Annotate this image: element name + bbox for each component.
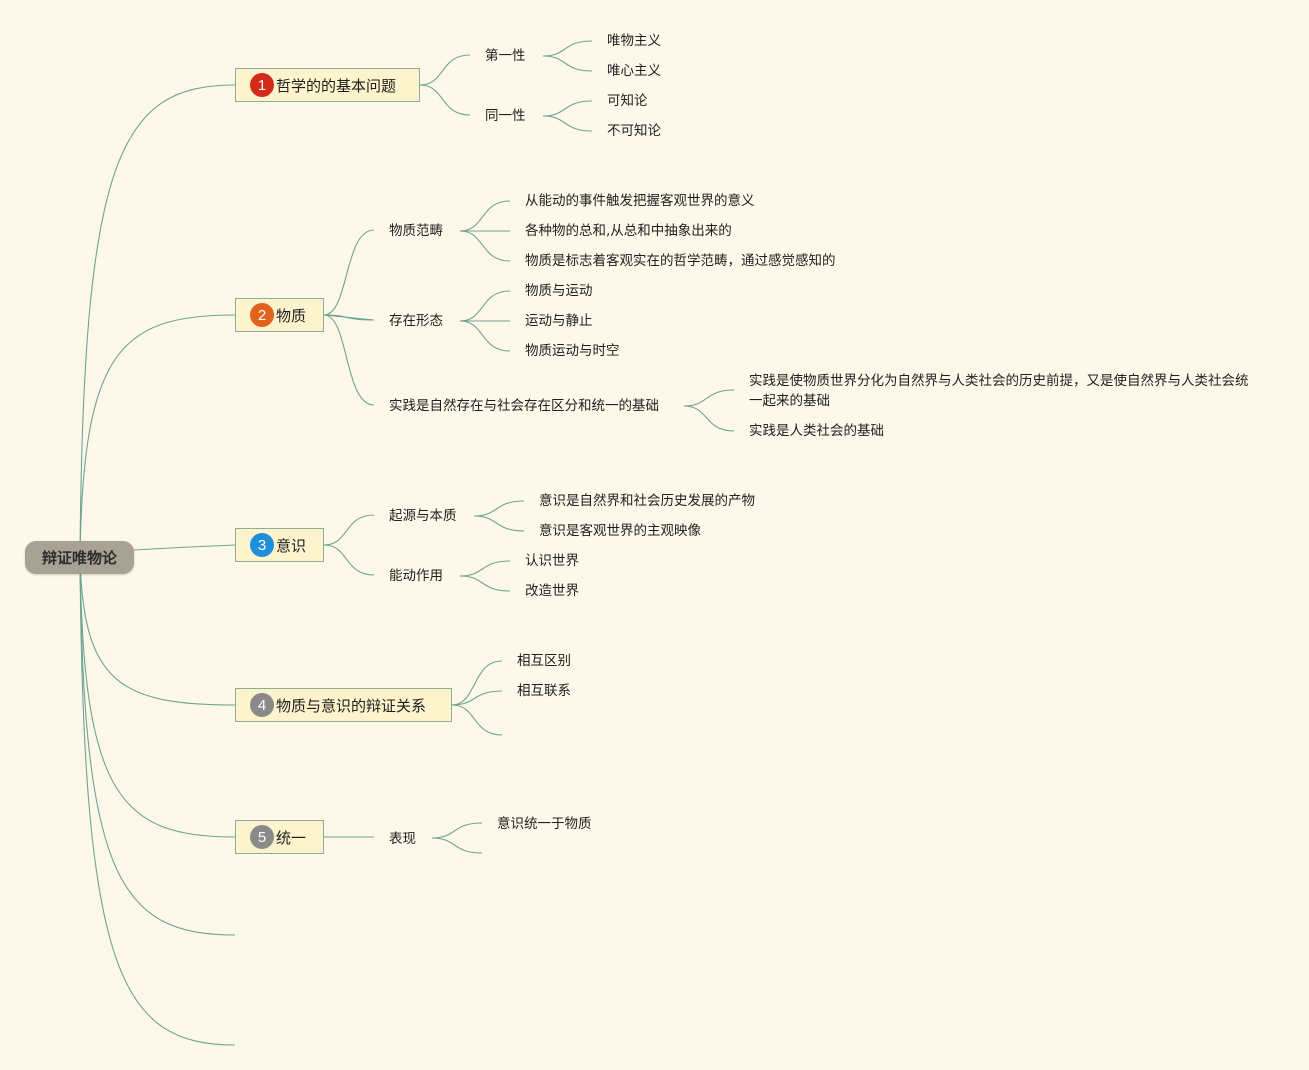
connector-root-topic-4: [79, 556, 236, 706]
connector-t1-2-1: [542, 115, 593, 132]
connector-root-topic-1: [79, 84, 236, 558]
subtopic-3-2[interactable]: 能动作用: [389, 568, 443, 584]
connector-t4-1: [451, 690, 503, 706]
topic-5-label: 统一: [276, 828, 307, 847]
leaf-2-3-2[interactable]: 实践是人类社会的基础: [749, 423, 884, 439]
leaf-3-2-2[interactable]: 改造世界: [525, 583, 579, 599]
leaf-2-2-2[interactable]: 运动与静止: [525, 313, 593, 329]
topic-3-label: 意识: [276, 536, 307, 555]
connector-root-topic-5: [79, 556, 236, 838]
leaf-3-2-1[interactable]: 认识世界: [525, 553, 579, 569]
topic-1[interactable]: 1 哲学的的基本问题: [235, 68, 420, 102]
connector-t2-2: [323, 314, 375, 406]
connector-root-topic-3: [133, 544, 236, 551]
subtopic-2-1[interactable]: 物质范畴: [389, 223, 443, 239]
connector-t2-3-1: [683, 405, 735, 432]
connector-t3-2-0: [459, 560, 511, 577]
leaf-3-1-2[interactable]: 意识是客观世界的主观映像: [539, 523, 701, 539]
connector-root-topic-2: [79, 314, 236, 558]
topic-3[interactable]: 3 意识: [235, 528, 324, 562]
leaf-2-1-3[interactable]: 物质是标志着客观实在的哲学范畴，通过感觉感知的: [525, 253, 836, 269]
connector-root-empty-7: [79, 556, 236, 1046]
leaf-1-2-1[interactable]: 可知论: [607, 93, 648, 109]
leaf-1-2-2[interactable]: 不可知论: [607, 123, 661, 139]
topic-1-label: 哲学的的基本问题: [276, 76, 397, 95]
connector-t4-0: [451, 660, 503, 706]
connector-t2-1-2: [459, 230, 511, 262]
root-topic[interactable]: 辩证唯物论: [25, 541, 134, 574]
subtopic-5-1[interactable]: 表现: [389, 831, 416, 847]
leaf-3-1-1[interactable]: 意识是自然界和社会历史发展的产物: [539, 493, 755, 509]
connector-t3-1-0: [473, 500, 525, 517]
connector-t3-1: [323, 544, 375, 576]
priority-5-icon: 5: [250, 825, 274, 849]
root-label: 辩证唯物论: [41, 549, 117, 567]
leaf-1-1-1[interactable]: 唯物主义: [607, 33, 661, 49]
subtopic-4-2[interactable]: 相互联系: [517, 683, 571, 699]
topic-2[interactable]: 2 物质: [235, 298, 324, 332]
subtopic-3-1[interactable]: 起源与本质: [389, 508, 457, 524]
subtopic-2-2[interactable]: 存在形态: [389, 313, 443, 329]
topic-5[interactable]: 5 统一: [235, 820, 324, 854]
connector-t1-0: [419, 54, 471, 86]
connector-t5-1-1: [431, 837, 483, 854]
leaf-2-2-3[interactable]: 物质运动与时空: [525, 343, 620, 359]
connector-root-empty-6: [79, 556, 236, 936]
topic-4-label: 物质与意识的辩证关系: [276, 696, 427, 715]
priority-1-icon: 1: [250, 73, 274, 97]
connector-t3-1-1: [473, 515, 525, 532]
connector-t3-0: [323, 514, 375, 546]
leaf-2-3-1[interactable]: 实践是使物质世界分化为自然界与人类社会的历史前提，又是使自然界与人类社会统一起来…: [749, 373, 1249, 409]
connector-t2-2-2: [459, 320, 511, 352]
leaf-2-1-2[interactable]: 各种物的总和,从总和中抽象出来的: [525, 223, 732, 239]
subtopic-1-1[interactable]: 第一性: [485, 48, 526, 64]
connector-t2-2-0: [459, 290, 511, 322]
priority-4-icon: 4: [250, 693, 274, 717]
priority-3-icon: 3: [250, 533, 274, 557]
leaf-5-1-1[interactable]: 意识统一于物质: [497, 816, 592, 832]
priority-2-icon: 2: [250, 303, 274, 327]
leaf-2-2-1[interactable]: 物质与运动: [525, 283, 593, 299]
connector-t1-1-0: [542, 40, 593, 57]
subtopic-4-1[interactable]: 相互区别: [517, 653, 571, 669]
subtopic-2-3[interactable]: 实践是自然存在与社会存在区分和统一的基础: [389, 398, 659, 414]
leaf-1-1-2[interactable]: 唯心主义: [607, 63, 661, 79]
connector-t1-2-0: [542, 100, 593, 117]
connector-t4-2: [451, 704, 503, 736]
connector-t1-1: [419, 84, 471, 116]
connector-t2-straight: [323, 314, 375, 321]
connector-t5-1-0: [431, 822, 483, 839]
topic-4[interactable]: 4 物质与意识的辩证关系: [235, 688, 452, 722]
connector-t2-3-0: [683, 389, 735, 407]
leaf-2-1-1[interactable]: 从能动的事件触发把握客观世界的意义: [525, 193, 755, 209]
topic-2-label: 物质: [276, 306, 307, 325]
connector-t2-1-0: [459, 200, 511, 232]
connector-t2-0: [323, 229, 375, 316]
connector-t3-2-1: [459, 575, 511, 592]
subtopic-1-2[interactable]: 同一性: [485, 108, 526, 124]
connector-t1-1-1: [542, 55, 593, 72]
